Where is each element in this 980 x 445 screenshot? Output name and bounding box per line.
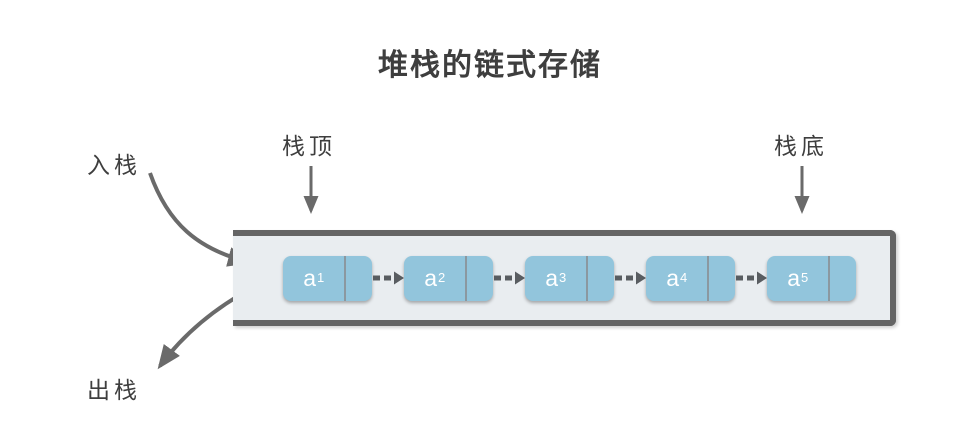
pointer-arrow-icon <box>736 271 767 285</box>
node-label: a <box>545 264 558 291</box>
label-stack-bottom: 栈底 <box>774 133 828 159</box>
node-pointer-cell <box>586 255 614 301</box>
label-pop: 出栈 <box>87 377 141 403</box>
label-push: 入栈 <box>87 152 141 178</box>
node-pointer-cell <box>707 255 735 301</box>
node-label: a <box>424 264 437 291</box>
pointer-arrow-icon <box>494 271 525 285</box>
node-pointer-cell <box>828 255 856 301</box>
node-label: a <box>787 264 800 291</box>
node-pointer-cell <box>344 255 372 301</box>
node-label: a <box>303 264 316 291</box>
pointer-arrow-icon <box>373 271 404 285</box>
pointer-arrow-icon <box>615 271 646 285</box>
label-stack-top: 栈顶 <box>282 133 336 159</box>
node-pointer-cell <box>465 255 493 301</box>
node-label: a <box>666 264 679 291</box>
diagram-title: 堆栈的链式存储 <box>378 49 602 82</box>
